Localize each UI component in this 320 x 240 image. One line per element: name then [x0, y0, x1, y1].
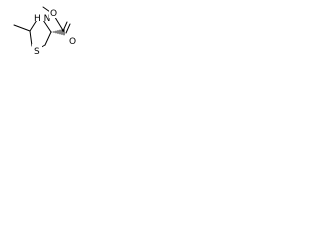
bond-s1-c2 [29, 30, 33, 47]
bond-carbonyl-oxygen-b [65, 23, 71, 34]
ester-oxygen-label: O [50, 9, 57, 19]
carbonyl-oxygen-label: O [69, 37, 76, 47]
bond-c4-c5 [44, 31, 52, 46]
bond-n3-c4 [42, 19, 52, 33]
bond-c2-n3 [29, 19, 38, 32]
bond-carbonyl-oxygen-a [62, 21, 68, 32]
nitrogen-label: H N [34, 14, 50, 24]
molecule-structure: H N S O O [13, 6, 78, 57]
sulfur-label: S [34, 47, 40, 57]
bond-c2-methyl [13, 24, 31, 32]
